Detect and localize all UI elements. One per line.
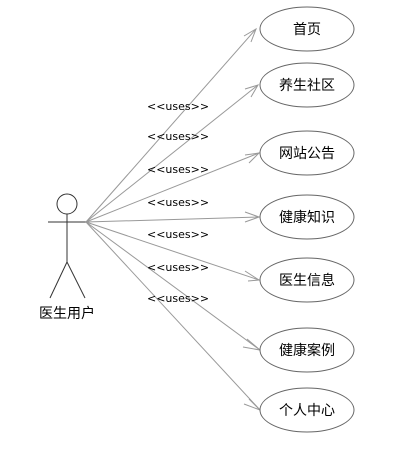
association-line-5 (85, 221, 260, 281)
actor-label: 医生用户 (39, 305, 95, 322)
use-case-label-3: 网站公告 (279, 146, 335, 162)
association-line-2 (85, 84, 259, 223)
use-case-personal-center (259, 387, 355, 433)
arrowhead-6 (242, 338, 262, 351)
use-case-health-knowledge (259, 194, 355, 240)
uses-label-6: <<uses>> (147, 261, 209, 274)
association-line-6 (85, 221, 261, 351)
association-line-1 (85, 28, 257, 223)
association-line-7 (85, 221, 261, 411)
uses-label-5: <<uses>> (147, 228, 209, 241)
use-case-health-community (259, 62, 355, 108)
use-case-label-2: 养生社区 (279, 78, 335, 94)
uses-label-4: <<uses>> (147, 196, 209, 209)
use-case-label-7: 个人中心 (279, 403, 335, 419)
use-case-label-5: 医生信息 (279, 272, 335, 289)
uses-label-2: <<uses>> (147, 130, 209, 143)
arrowhead-2 (244, 84, 260, 98)
use-case-doctor-info (259, 257, 355, 303)
actor-left-leg (49, 261, 68, 299)
association-line-4 (85, 216, 260, 223)
uses-label-7: <<uses>> (147, 292, 209, 305)
arrowhead-4 (244, 211, 261, 223)
use-case-health-cases (259, 327, 355, 373)
association-line-3 (85, 152, 260, 223)
actor-right-leg (66, 261, 86, 299)
arrowhead-5 (244, 270, 261, 282)
arrowhead-3 (244, 152, 261, 164)
actor-head (56, 193, 78, 215)
use-case-label-6: 健康案例 (279, 342, 335, 359)
use-case-home (259, 6, 355, 52)
arrowhead-1 (243, 27, 257, 43)
uses-label-1: <<uses>> (147, 100, 209, 113)
use-case-label-1: 首页 (293, 22, 321, 38)
use-case-site-notice (259, 130, 355, 176)
actor-figure (48, 193, 86, 299)
uses-label-3: <<uses>> (147, 163, 209, 176)
use-case-label-4: 健康知识 (279, 209, 335, 226)
